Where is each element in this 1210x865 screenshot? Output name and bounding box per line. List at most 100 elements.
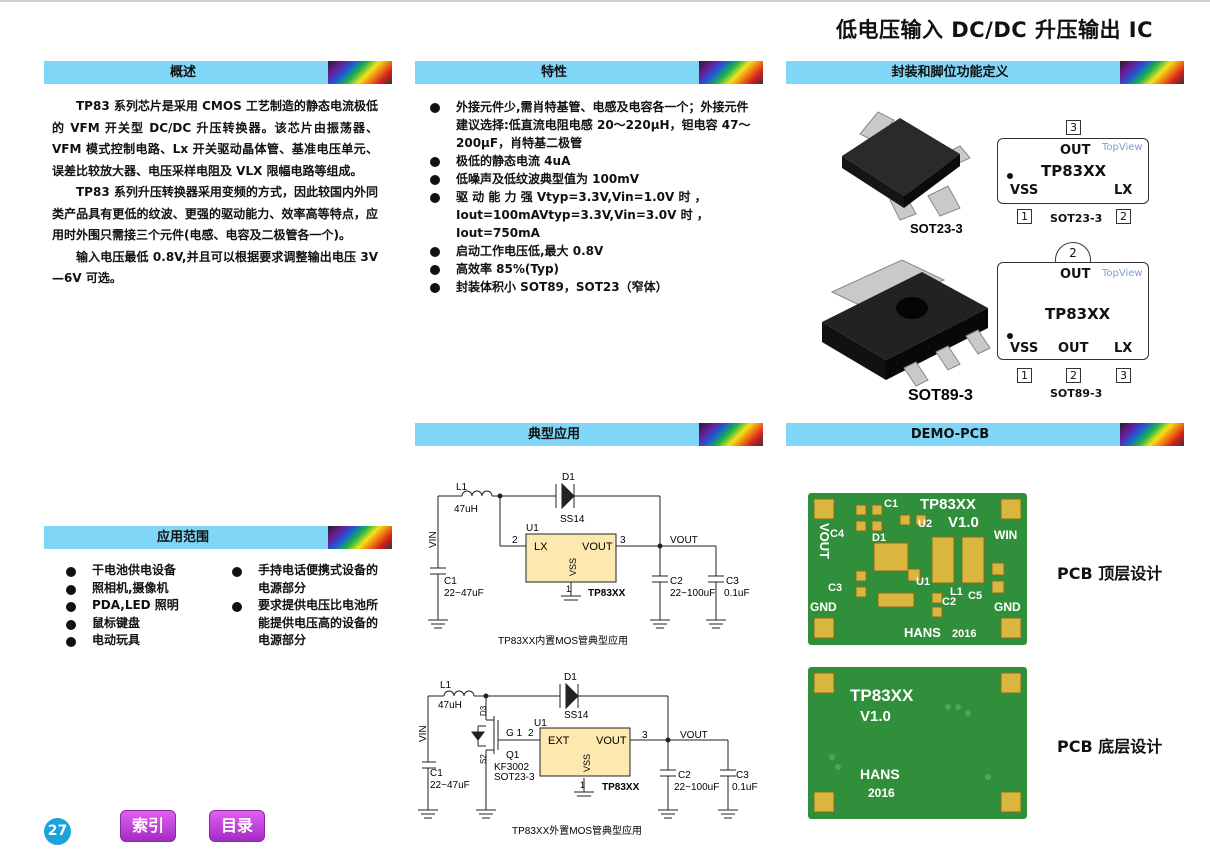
pin-number: 3 <box>1066 120 1081 135</box>
label-c2: C2 <box>678 770 691 781</box>
list-item: 启动工作电压低,最大 0.8V <box>428 242 754 260</box>
label-pin2: 2 <box>512 535 518 546</box>
pcb-bottom-label: PCB 底层设计 <box>1057 737 1163 756</box>
sot89-photo-label: SOT89-3 <box>908 387 973 404</box>
section-header-typical: 典型应用 <box>415 423 763 446</box>
list-item: 封装体积小 SOT89，SOT23（窄体） <box>428 278 754 296</box>
list-item: 手持电话便携式设备的电源部分 <box>230 562 382 597</box>
label-vout-pin: VOUT <box>596 735 627 747</box>
top-view-label: TopView <box>1102 268 1143 279</box>
label-l1-value: 47uH <box>454 504 478 515</box>
pcb-top-brand: HANS <box>904 625 941 640</box>
pcb-top-version: V1.0 <box>948 514 979 531</box>
list-item: 低噪声及低纹波典型值为 100mV <box>428 170 754 188</box>
pcb-top-gnd-right: GND <box>994 600 1021 614</box>
sot23-chip-photo: SOT23-3 <box>842 111 971 236</box>
label-pin2: 2 <box>528 728 534 739</box>
pin-label-out: OUT <box>1058 341 1089 356</box>
circuit-internal-mos: L1 47uH D1 SS14 U1 VIN 2 LX VOUT 3 VSS 1… <box>428 472 750 647</box>
label-mos-source: S2 <box>479 754 488 764</box>
circuit-caption: TP83XX内置MOS管典型应用 <box>498 634 628 647</box>
pcb-top-year: 2016 <box>952 628 976 640</box>
label-d1-value: SS14 <box>564 710 589 721</box>
list-item: 极低的静态电流 4uA <box>428 152 754 170</box>
package-name: SOT23-3 <box>1050 212 1103 225</box>
pcb-top-c4: C4 <box>830 528 845 540</box>
label-pin3: 3 <box>642 730 648 741</box>
package-name: SOT89-3 <box>1050 387 1103 400</box>
list-item: 驱 动 能 力 强 Vtyp=3.3V,Vin=1.0V 时 ，Iout=100… <box>428 188 754 242</box>
pcb-top-gnd-left: GND <box>810 600 837 614</box>
list-item: 照相机,摄像机 <box>64 580 204 598</box>
pin1-dot-icon <box>1007 333 1013 339</box>
toc-button[interactable]: 目录 <box>209 810 265 842</box>
label-q1: Q1 <box>506 750 520 761</box>
label-l1-value: 47uH <box>438 700 462 711</box>
list-item: PDA,LED 照明 <box>64 597 204 615</box>
label-vin: VIN <box>418 725 429 742</box>
label-c2-value: 22~100uF <box>674 782 719 793</box>
pcb-top-title: TP83XX <box>920 496 976 513</box>
rainbow-banner-icon <box>328 61 392 84</box>
label-l1: L1 <box>456 482 468 493</box>
overview-paragraph: TP83 系列芯片是采用 CMOS 工艺制造的静态电流极低的 VFM 开关型 D… <box>52 99 378 178</box>
label-c2-value: 22~100uF <box>670 588 715 599</box>
label-c1-value: 22~47uF <box>444 588 484 599</box>
pin-number: 2 <box>1069 246 1077 260</box>
sot89-chip-photo: SOT89-3 <box>822 259 991 404</box>
label-ext: EXT <box>548 735 570 747</box>
label-c1: C1 <box>444 576 457 587</box>
pin-number: 1 <box>1017 368 1032 383</box>
label-vout: VOUT <box>670 535 698 546</box>
label-d1-value: SS14 <box>560 514 585 525</box>
pcb-top-c2: C2 <box>942 596 956 608</box>
label-c3-value: 0.1uF <box>732 782 758 793</box>
list-item: 鼠标键盘 <box>64 615 204 633</box>
pcb-top-u1: U1 <box>916 576 930 588</box>
label-c3: C3 <box>726 576 739 587</box>
rainbow-banner-icon <box>1120 61 1184 84</box>
pin-number: 3 <box>1116 368 1131 383</box>
pcb-bottom-year: 2016 <box>868 786 895 800</box>
top-rule <box>0 0 1210 2</box>
circuit-caption: TP83XX外置MOS管典型应用 <box>512 824 642 837</box>
pcb-top-l1: L1 <box>950 586 963 598</box>
pcb-top-vout: VOUT <box>817 523 832 559</box>
list-item: 外接元件少,需肖特基管、电感及电容各一个；外接元件建议选择:低直流电阻电感 20… <box>428 98 754 152</box>
label-d1: D1 <box>564 672 577 683</box>
label-vin: VIN <box>428 531 439 548</box>
pin-number: 2 <box>1066 368 1081 383</box>
pcb-bottom-version: V1.0 <box>860 708 891 725</box>
label-c2: C2 <box>670 576 683 587</box>
label-vss: VSS <box>568 558 578 576</box>
label-c1: C1 <box>430 768 443 779</box>
label-u1: U1 <box>526 523 539 534</box>
rainbow-banner-icon <box>328 526 392 549</box>
sot23-pin-diagram: OUT TopView TP83XX VSS LX <box>997 138 1149 204</box>
label-part: TP83XX <box>588 588 626 599</box>
label-q1-value: KF3002 <box>494 762 529 773</box>
index-button[interactable]: 索引 <box>120 810 176 842</box>
pin-label-out: OUT <box>1060 143 1091 158</box>
pcb-top-win: WIN <box>994 528 1017 542</box>
label-lx: LX <box>534 541 548 553</box>
pcb-top-u2: U2 <box>918 518 932 530</box>
list-item: 要求提供电压比电池所能提供电压高的设备的电源部分 <box>230 597 382 650</box>
label-d1: D1 <box>562 472 575 483</box>
pin-number: 1 <box>1017 209 1032 224</box>
page-number-badge: 27 <box>44 818 71 845</box>
label-vout: VOUT <box>680 730 708 741</box>
label-pin3: 3 <box>620 535 626 546</box>
circuit-external-mos: L1 47uH D1 SS14 U1 VIN D3 S2 G 1 2 EXT V… <box>418 672 758 837</box>
rainbow-banner-icon <box>1120 423 1184 446</box>
pin-number: 2 <box>1116 209 1131 224</box>
overview-text: TP83 系列芯片是采用 CMOS 工艺制造的静态电流极低的 VFM 开关型 D… <box>52 96 378 290</box>
label-pin1: 1 <box>580 780 585 790</box>
label-pin1: 1 <box>566 584 571 594</box>
rainbow-banner-icon <box>699 61 763 84</box>
list-item: 高效率 85%(Typ) <box>428 260 754 278</box>
applications-list-right: 手持电话便携式设备的电源部分 要求提供电压比电池所能提供电压高的设备的电源部分 <box>230 562 382 650</box>
label-c3: C3 <box>736 770 749 781</box>
label-mos-gate: G 1 <box>506 728 523 739</box>
pin-label-vss: VSS <box>1010 183 1039 198</box>
